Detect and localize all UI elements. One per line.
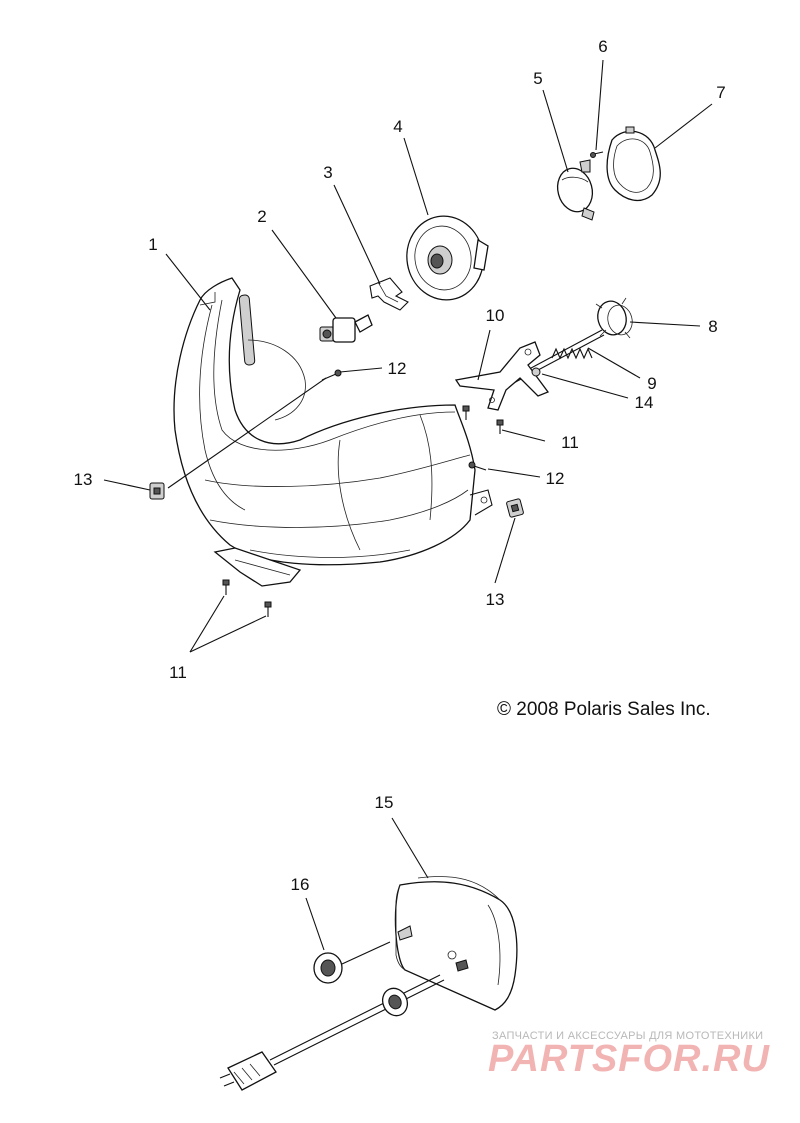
callout-12-upper: 12 <box>388 359 407 378</box>
callout-15: 15 <box>375 793 394 812</box>
grommet <box>313 941 391 984</box>
callout-4: 4 <box>393 117 402 136</box>
cover-cap <box>556 159 595 221</box>
watermark-brand: PARTSFOR.RU <box>488 1038 770 1080</box>
callout-labels: 1 2 3 4 5 6 7 8 9 10 11 11 12 12 13 13 1… <box>74 37 726 894</box>
retaining-clip <box>369 277 409 311</box>
callout-2: 2 <box>257 207 266 226</box>
dust-cover <box>406 215 489 301</box>
clip-13-left <box>149 482 165 500</box>
callout-8: 8 <box>708 317 717 336</box>
screw-11-lower-a <box>222 579 230 595</box>
callout-11-upper: 11 <box>561 433 579 452</box>
headlight-housing <box>173 277 493 587</box>
callout-5: 5 <box>533 69 542 88</box>
housing-screws <box>222 405 504 617</box>
callout-14: 14 <box>635 393 654 412</box>
small-screw <box>590 151 604 158</box>
speed-clips <box>149 482 524 518</box>
screw-11-lower-b <box>264 601 272 617</box>
leader-lines <box>103 59 713 951</box>
wiring-harness <box>219 974 445 1091</box>
screw-11-upper-b <box>496 419 504 434</box>
callout-11-lower: 11 <box>169 663 187 682</box>
bulb <box>319 314 373 343</box>
bracket <box>454 341 550 411</box>
clip-13-right <box>506 498 524 518</box>
callout-6: 6 <box>598 37 607 56</box>
callout-13-right: 13 <box>486 590 505 609</box>
adjuster-knob <box>595 297 633 339</box>
screw-11-upper-a <box>462 405 470 420</box>
callout-12-lower: 12 <box>546 469 565 488</box>
callout-16: 16 <box>291 875 310 894</box>
shaft-clip <box>531 367 541 377</box>
callout-1: 1 <box>148 235 157 254</box>
tail-lamp <box>394 876 518 1011</box>
callout-9: 9 <box>647 374 656 393</box>
watermark-tagline: ЗАПЧАСТИ И АКСЕССУАРЫ ДЛЯ МОТОТЕХНИКИ <box>492 1030 764 1042</box>
callout-3: 3 <box>323 163 332 182</box>
callout-7: 7 <box>716 83 725 102</box>
screw-12-lower <box>468 461 487 471</box>
callout-13-left: 13 <box>74 470 93 489</box>
callout-10: 10 <box>486 306 505 325</box>
gasket <box>606 126 661 202</box>
copyright-notice: © 2008 Polaris Sales Inc. <box>497 699 711 720</box>
